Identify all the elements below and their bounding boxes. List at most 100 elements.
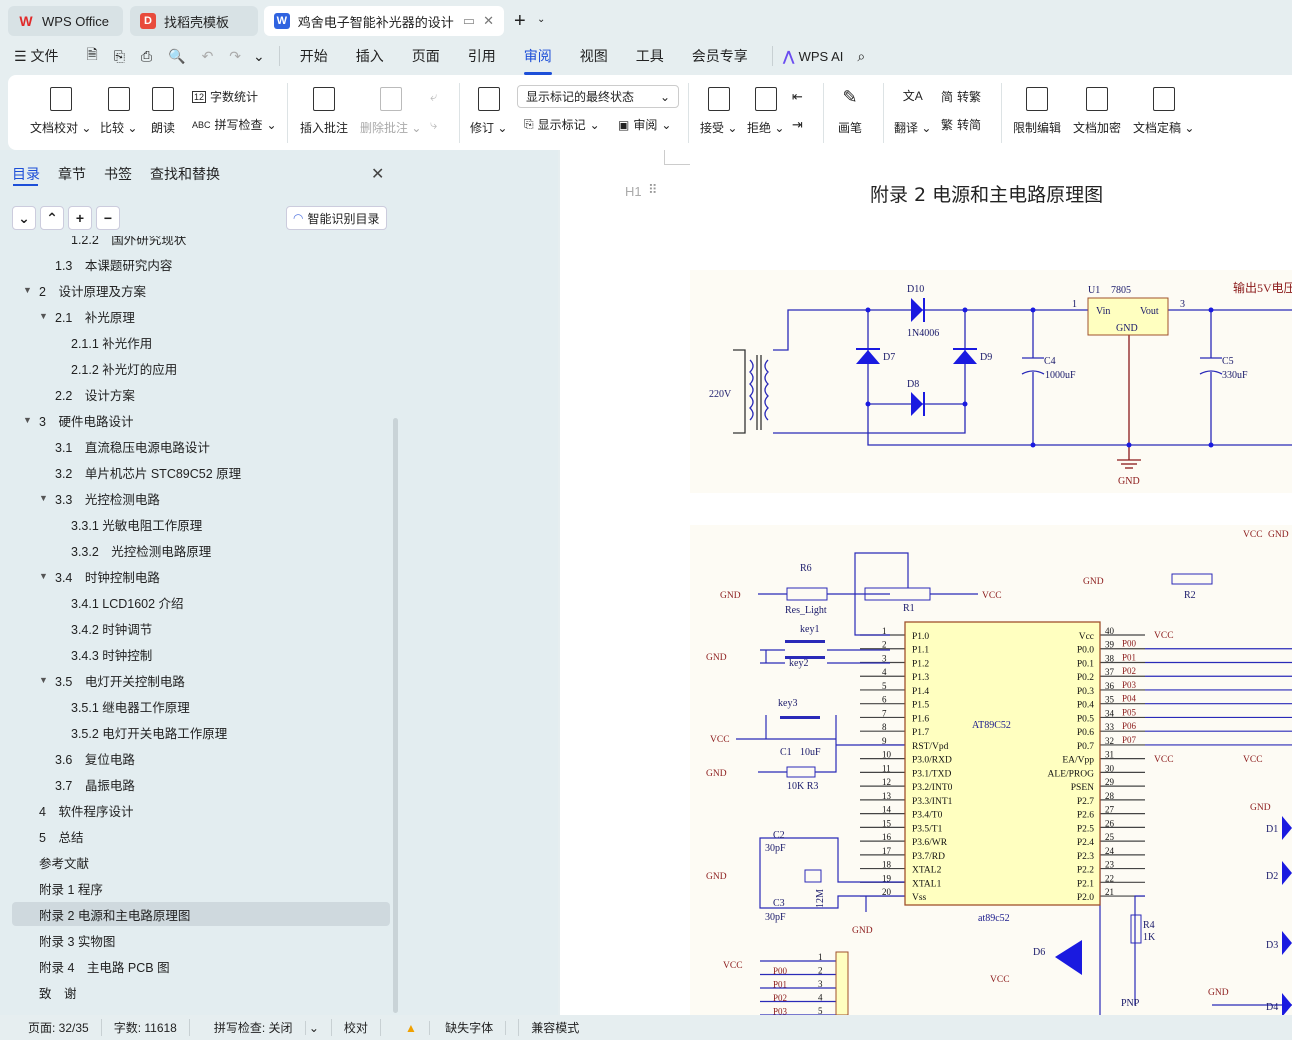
to-simplified-button[interactable]: 繁转简 [941, 116, 981, 133]
redo-icon[interactable]: ↷ [229, 47, 242, 64]
toc-item[interactable]: 2.1.1 补光作用 [12, 330, 390, 354]
spell-status[interactable]: 拼写检查: 关闭 ⌄ [190, 1019, 332, 1036]
show-markup-button[interactable]: ⎘显示标记 ⌄ [524, 117, 600, 132]
word-count[interactable]: 字数: 11618 [102, 1019, 190, 1036]
menu-page[interactable]: 页面 [411, 48, 440, 64]
expand-toggle-icon[interactable]: ▼ [23, 415, 32, 425]
tab-list-chevron-icon[interactable]: ⌄ [537, 14, 546, 25]
toc-item[interactable]: 3.2 单片机芯片 STC89C52 原理 [12, 460, 390, 484]
track-changes-button[interactable]: 修订 ⌄ [470, 87, 507, 136]
smart-toc-button[interactable]: ◠智能识别目录 [286, 206, 387, 230]
doc-check-button[interactable]: 文档校对 ⌄ [30, 87, 91, 136]
toc-item[interactable]: ▼2 设计原理及方案 [12, 278, 390, 302]
collapse-up-button[interactable]: ⌃ [40, 206, 64, 230]
toc-scrollbar[interactable] [393, 418, 398, 1013]
toc-item[interactable]: 附录 3 实物图 [12, 928, 390, 952]
toc-item[interactable]: ▼3 硬件电路设计 [12, 408, 390, 432]
expand-toggle-icon[interactable]: ▼ [23, 285, 32, 295]
expand-toggle-icon[interactable]: ▼ [39, 311, 48, 321]
toc-item[interactable]: 3.3.1 光敏电阻工作原理 [12, 512, 390, 536]
menu-insert[interactable]: 插入 [355, 48, 384, 64]
menu-member[interactable]: 会员专享 [691, 48, 748, 64]
drag-handle-icon[interactable]: ⠿ [648, 182, 658, 197]
close-pane-icon[interactable]: ✕ [371, 166, 385, 183]
expand-toggle-icon[interactable]: ▼ [39, 675, 48, 685]
toc-item[interactable]: ▼3.3 光控检测电路 [12, 486, 390, 510]
print-icon[interactable]: ⎙ [140, 47, 153, 64]
restrict-edit-button[interactable]: 限制编辑 [1013, 87, 1061, 136]
to-traditional-button[interactable]: 简转繁 [941, 88, 981, 105]
toc-item[interactable]: 3.6 复位电路 [12, 746, 390, 770]
menu-file[interactable]: 文件 [30, 48, 59, 64]
new-tab-button[interactable]: + [514, 10, 526, 32]
finalize-button[interactable]: 文档定稿 ⌄ [1133, 87, 1194, 136]
menu-wps-ai[interactable]: WPS AI [798, 48, 844, 64]
page-count[interactable]: 页面: 32/35 [16, 1019, 102, 1036]
tab-bookmarks[interactable]: 书签 [104, 166, 132, 182]
monitor-icon[interactable]: ▭ [462, 13, 476, 28]
compare-button[interactable]: 比较 ⌄ [100, 87, 137, 136]
toc-item[interactable]: 3.5.1 继电器工作原理 [12, 694, 390, 718]
add-heading-button[interactable]: + [68, 206, 92, 230]
expand-toggle-icon[interactable]: ▼ [39, 493, 48, 503]
toc-item[interactable]: 2.2 设计方案 [12, 382, 390, 406]
menu-review[interactable]: 审阅 [510, 46, 566, 75]
toc-item[interactable]: 1.2.2 国外研究现状 [12, 236, 390, 250]
print-preview-icon[interactable]: 🔍 [168, 47, 186, 64]
reject-button[interactable]: 拒绝 ⌄ [747, 87, 784, 136]
next-change-icon[interactable]: ⇥ [792, 117, 803, 132]
markup-state-select[interactable]: 显示标记的最终状态⌄ [517, 85, 679, 108]
remove-heading-button[interactable]: − [96, 206, 120, 230]
tab-toc[interactable]: 目录 [12, 166, 40, 182]
toc-item[interactable]: 附录 4 主电路 PCB 图 [12, 954, 390, 978]
save-icon[interactable]: 🗎 [86, 46, 98, 62]
read-aloud-button[interactable]: 朗读 [151, 87, 175, 136]
toc-item[interactable]: 2.1.2 补光灯的应用 [12, 356, 390, 380]
tab-find-replace[interactable]: 查找和替换 [150, 166, 220, 182]
toc-item[interactable]: 附录 2 电源和主电路原理图 [12, 902, 390, 926]
prev-change-icon[interactable]: ⇤ [792, 89, 803, 104]
menu-tools[interactable]: 工具 [635, 48, 664, 64]
pen-button[interactable]: ✎画笔 [838, 87, 862, 136]
review-pane-button[interactable]: ▣审阅 ⌄ [618, 117, 672, 133]
toc-item[interactable]: 3.4.1 LCD1602 介绍 [12, 590, 390, 614]
toc-item[interactable]: 3.4.3 时钟控制 [12, 642, 390, 666]
toc-item[interactable]: 4 软件程序设计 [12, 798, 390, 822]
prev-comment-icon[interactable]: ⤶ [430, 89, 438, 104]
more-chevron-icon[interactable]: ⌄ [253, 47, 265, 64]
export-icon[interactable]: ⎘ [113, 47, 125, 64]
proofread-button[interactable]: 校对 [332, 1019, 381, 1036]
menu-view[interactable]: 视图 [579, 48, 608, 64]
insert-comment-button[interactable]: 插入批注 [300, 87, 348, 136]
toc-item[interactable]: ▼2.1 补光原理 [12, 304, 390, 328]
toc-item[interactable]: 1.3 本课题研究内容 [12, 252, 390, 276]
toc-item[interactable]: 附录 1 程序 [12, 876, 390, 900]
missing-font-button[interactable]: ▲ 缺失字体 [381, 1019, 520, 1036]
toc-item[interactable]: 参考文献 [12, 850, 390, 874]
menu-start[interactable]: 开始 [299, 48, 328, 64]
toc-item[interactable]: ▼3.4 时钟控制电路 [12, 564, 390, 588]
tab-chapters[interactable]: 章节 [58, 166, 86, 182]
undo-icon[interactable]: ↶ [201, 47, 214, 64]
toc-item[interactable]: 3.4.2 时钟调节 [12, 616, 390, 640]
hamburger-icon[interactable]: ☰ [14, 47, 31, 64]
toc-item[interactable]: 3.1 直流稳压电源电路设计 [12, 434, 390, 458]
delete-comment-button[interactable]: 删除批注 ⌄ [360, 87, 421, 136]
expand-toggle-icon[interactable]: ▼ [39, 571, 48, 581]
encrypt-button[interactable]: 文档加密 [1073, 87, 1121, 136]
search-icon[interactable]: ⌕ [857, 47, 866, 64]
toc-item[interactable]: 3.7 晶振电路 [12, 772, 390, 796]
menu-reference[interactable]: 引用 [467, 48, 496, 64]
toc-item[interactable]: ▼3.5 电灯开关控制电路 [12, 668, 390, 692]
toc-item[interactable]: 5 总结 [12, 824, 390, 848]
toc-item[interactable]: 致 谢 [12, 980, 390, 1004]
toc-item[interactable]: 3.3.2 光控检测电路原理 [12, 538, 390, 562]
toc-item[interactable]: 3.5.2 电灯开关电路工作原理 [12, 720, 390, 744]
accept-button[interactable]: 接受 ⌄ [700, 87, 737, 136]
